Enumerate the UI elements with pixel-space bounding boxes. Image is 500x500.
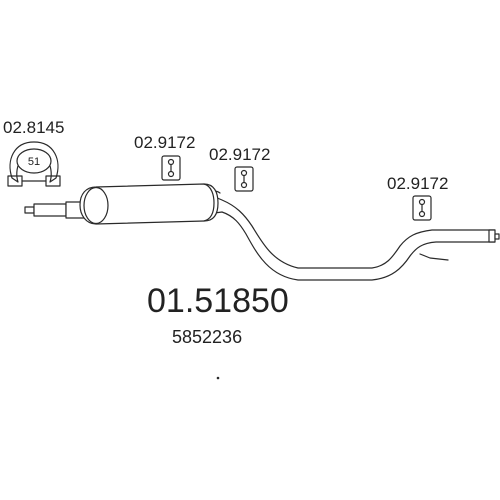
clamp-part-number: 02.8145: [3, 118, 64, 137]
hanger-2-part-number: 02.9172: [209, 145, 270, 164]
exhaust-pipe-assembly-icon: [24, 183, 500, 281]
hanger-3-part-number: 02.9172: [387, 174, 448, 193]
main-part-number: 01.51850: [147, 282, 289, 320]
hanger-3-icon: [412, 195, 432, 221]
oe-reference-number: 5852236: [172, 327, 242, 347]
hanger-1-icon: [161, 155, 181, 181]
stray-dot: [216, 376, 220, 380]
hanger-1-part-number: 02.9172: [134, 133, 195, 152]
hanger-2-icon: [234, 166, 254, 192]
clamp-size-label: 51: [28, 156, 40, 168]
clamp-icon: 51: [7, 141, 61, 187]
